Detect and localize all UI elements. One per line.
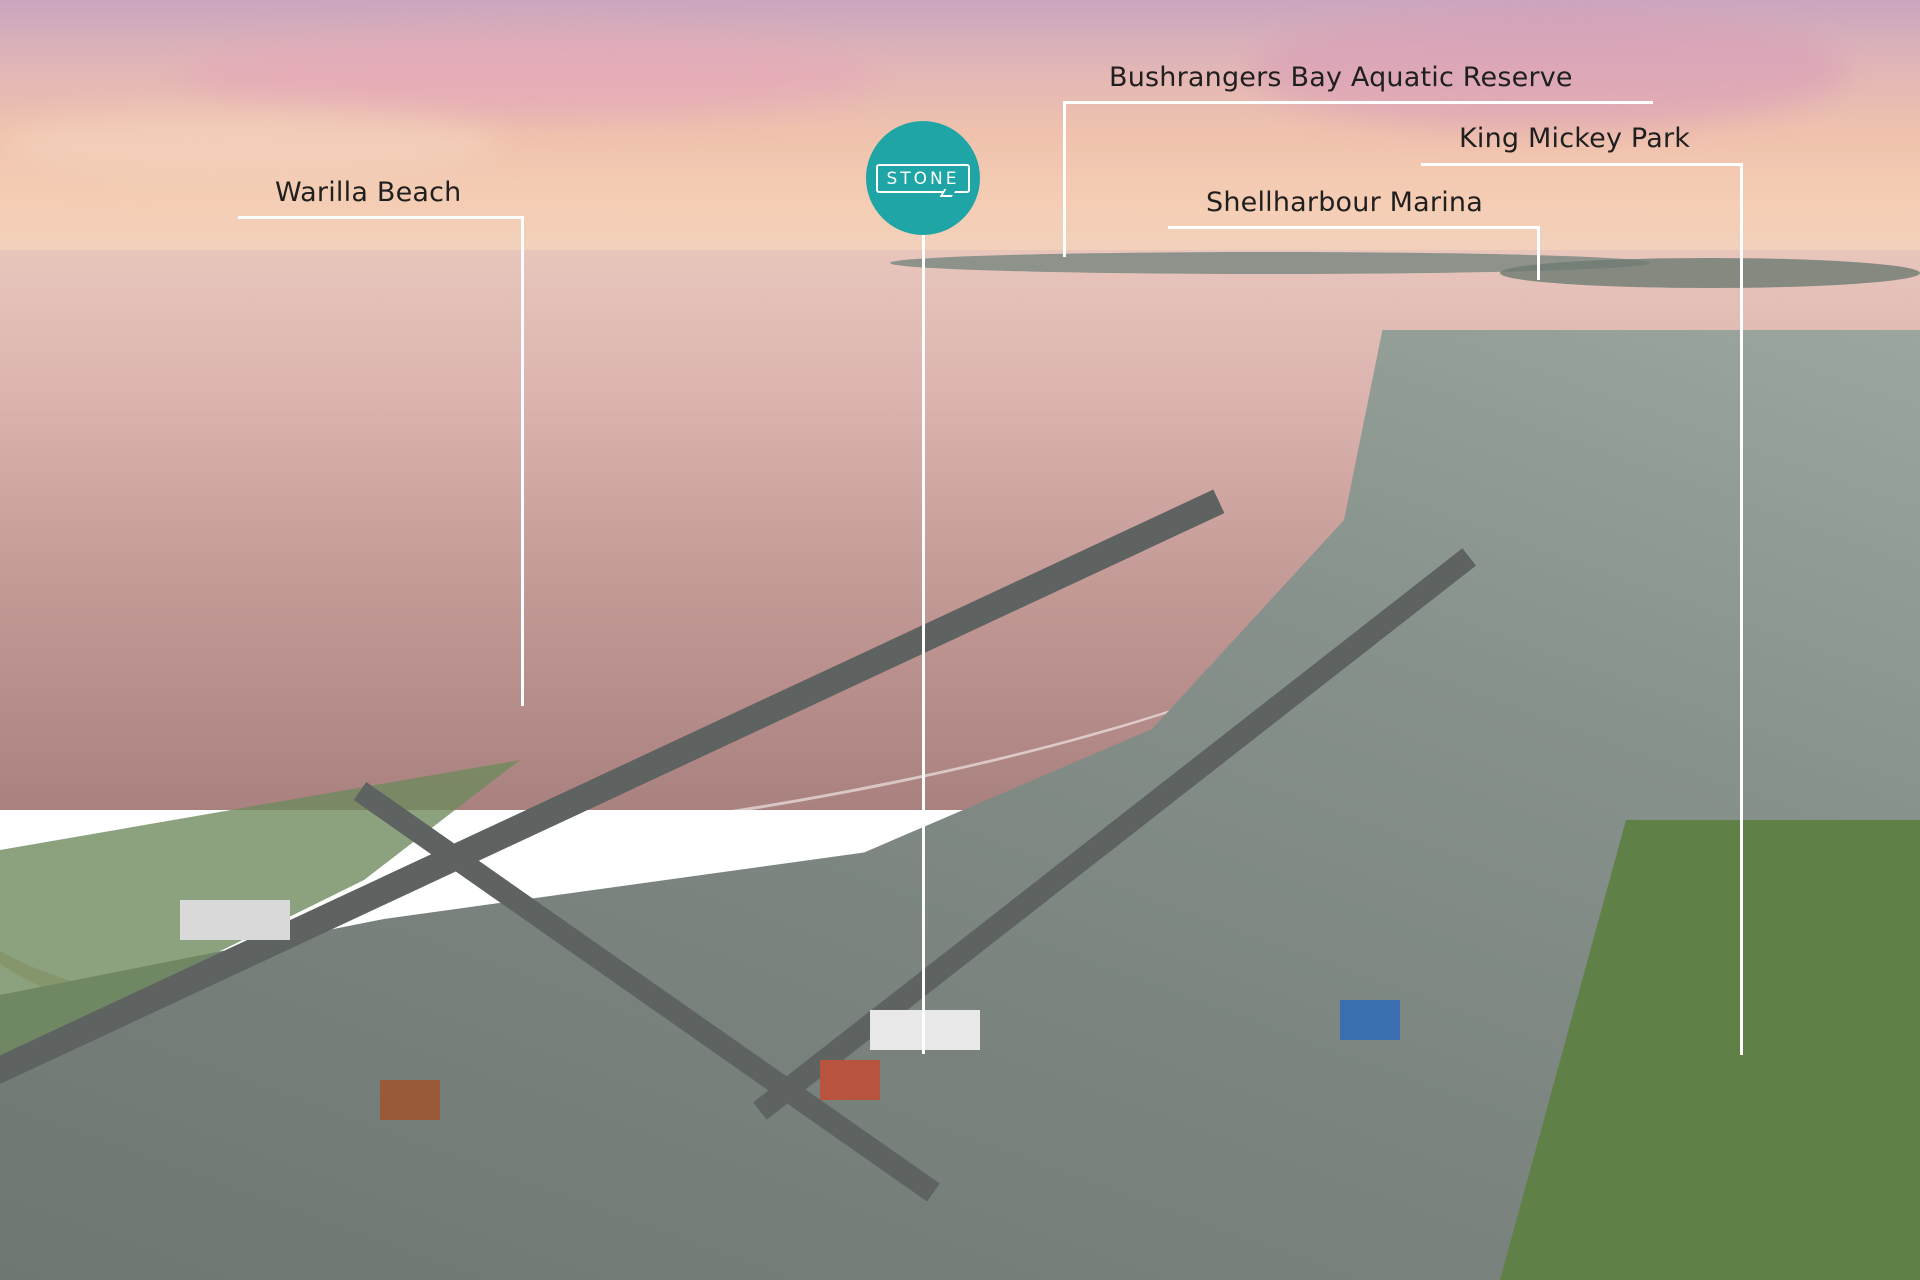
leader-line-horizontal: [238, 216, 524, 219]
stone-logo-text: STONE: [876, 163, 970, 193]
stone-logo-pin: STONE: [866, 121, 980, 235]
leader-line-vertical: [1537, 226, 1540, 280]
roof: [380, 1080, 440, 1120]
roof: [870, 1010, 980, 1050]
roof: [820, 1060, 880, 1100]
shellharbour-marina-label: Shellharbour Marina: [1206, 187, 1483, 218]
roof: [180, 900, 290, 940]
cloud: [0, 110, 500, 180]
cloud: [180, 30, 880, 120]
leader-line-horizontal: [1421, 163, 1743, 166]
distant-headland: [890, 252, 1650, 274]
leader-line-vertical: [521, 216, 524, 706]
leader-line-vertical: [1740, 163, 1743, 1055]
property-pin-line: [922, 234, 925, 1054]
warilla-beach-label: Warilla Beach: [275, 177, 462, 208]
leader-line-vertical: [1063, 101, 1066, 257]
leader-line-horizontal: [1063, 101, 1653, 104]
distant-headland: [1500, 258, 1920, 288]
bushrangers-bay-label: Bushrangers Bay Aquatic Reserve: [1109, 62, 1573, 93]
roof: [1340, 1000, 1400, 1040]
king-mickey-park-label: King Mickey Park: [1459, 123, 1691, 154]
cloud: [1250, 10, 1850, 130]
leader-line-horizontal: [1168, 226, 1540, 229]
